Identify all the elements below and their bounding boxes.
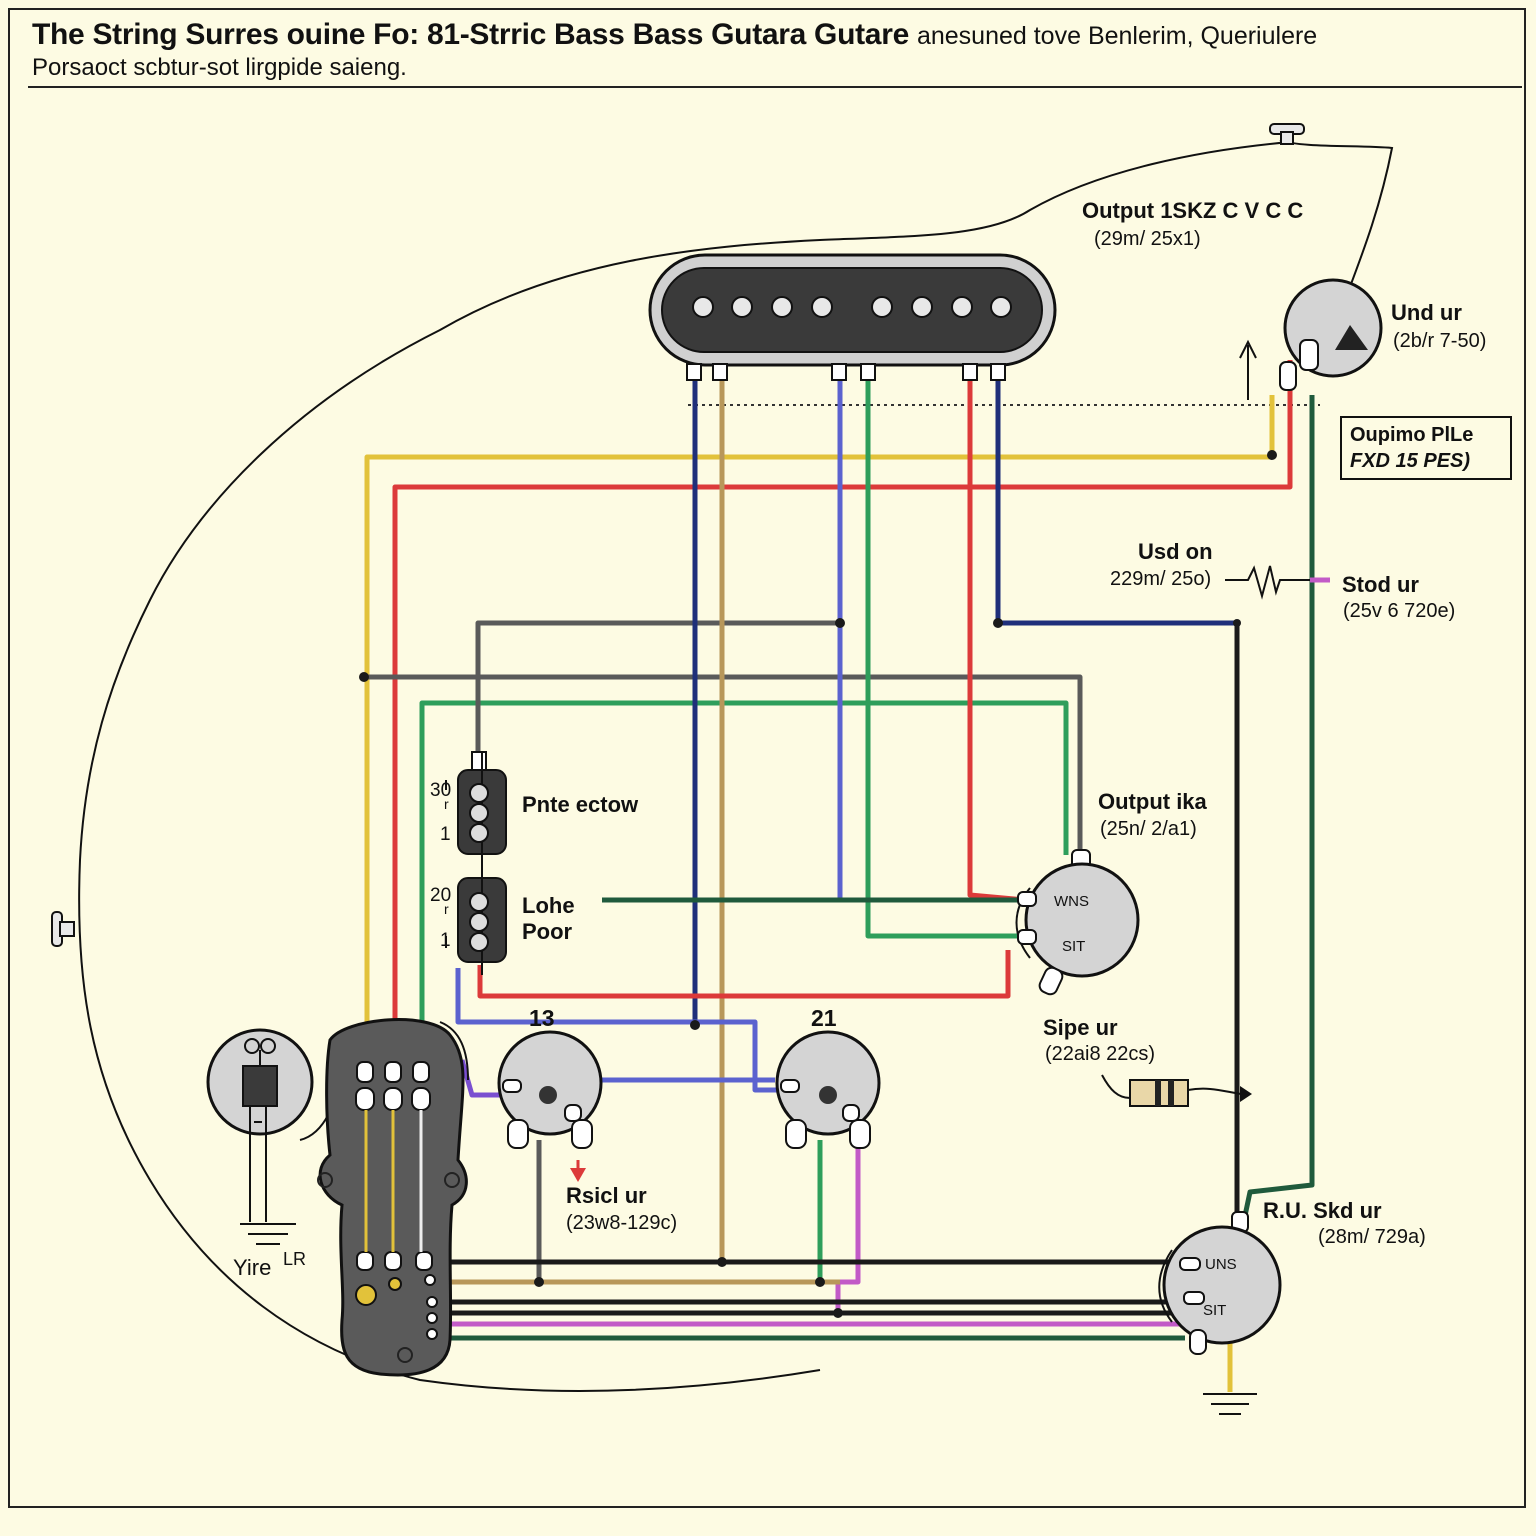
- label-output-ika: Output ika: [1098, 789, 1207, 814]
- wire-darkgreen-right: [1239, 395, 1315, 1231]
- label-pote: Pnte ectow: [522, 792, 639, 817]
- pickup-num-b: 20: [430, 885, 452, 906]
- value-rsicl: (23w8-129c): [566, 1212, 678, 1234]
- value-sipe: (22ai8 22cs): [1045, 1043, 1156, 1065]
- knob-lower-bottom-label: SIT: [1203, 1302, 1227, 1319]
- wire-green-main: [419, 700, 1069, 1065]
- header-rule: [28, 86, 1522, 88]
- capacitor-component: [1101, 1074, 1252, 1107]
- selector-block-top: [457, 751, 507, 870]
- label-stod: Stod ur: [1342, 572, 1419, 597]
- label-rskd: R.U. Skd ur: [1263, 1198, 1382, 1223]
- value-stod: (25v 6 720e): [1343, 600, 1456, 622]
- value-rskd: (28m/ 729a): [1318, 1226, 1426, 1248]
- label-lohe-line1: Lohe: [522, 893, 575, 918]
- resistor-symbol: [1225, 565, 1310, 600]
- red-arrow-head: [570, 1168, 586, 1182]
- knob-upper-bottom-label: SIT: [1062, 938, 1086, 955]
- pickup-sub-a: r: [444, 796, 449, 812]
- pickup-humbucker: [648, 253, 1057, 381]
- value-output-ika: (25n/ 2/a1): [1100, 818, 1197, 840]
- strap-button-left: [51, 911, 75, 947]
- wire-gray-mid: [360, 674, 1083, 855]
- pot-number-left: 13: [529, 1005, 555, 1031]
- pickup-one-b: 1: [440, 930, 451, 951]
- output-pile-box: Oupimo PlLe FXD 15 PES): [1340, 416, 1512, 480]
- label-rsicl: Rsicl ur: [566, 1183, 647, 1208]
- control-knob-lower: [1158, 1211, 1282, 1355]
- wire-yellow-main: [364, 395, 1275, 1065]
- value-und: (2b/r 7-50): [1393, 330, 1487, 352]
- label-yire: Yire: [233, 1255, 272, 1280]
- output-pile-line1: Oupimo PlLe: [1350, 424, 1474, 446]
- diagram-subtitle: Porsaoct scbtur-sot lirgpide saieng.: [32, 54, 407, 81]
- knob-lower-top-label: UNS: [1205, 1256, 1237, 1273]
- selector-block-bottom: [445, 780, 507, 975]
- pot-number-right: 21: [811, 1005, 837, 1031]
- ground-symbol-right: [1203, 1393, 1257, 1415]
- wire-green-pickup: [865, 370, 1030, 939]
- label-output-top: Output 1SKZ C V C C: [1082, 198, 1304, 223]
- wire-gray-top: [475, 620, 840, 765]
- control-knob-upper: [1015, 849, 1140, 996]
- wire-red-lohe: [477, 950, 1011, 999]
- label-usd: Usd on: [1138, 539, 1213, 564]
- wires: [360, 360, 1330, 1392]
- pickup-sub-b: r: [444, 901, 449, 917]
- switch-plate: [317, 1018, 469, 1377]
- diagram-title-tail: anesuned tove Benlerim, Queriulere: [916, 22, 1318, 50]
- wire-purple-pot-right: [835, 1140, 861, 1313]
- knob-upper-top-label: WNS: [1054, 893, 1089, 910]
- junction-dots: [359, 450, 1277, 1318]
- header: The String Surres ouine Fo: 81-Strric Ba…: [32, 18, 1502, 82]
- value-usd: 229m/ 25o): [1110, 568, 1212, 590]
- label-lohe-line2: Poor: [522, 919, 573, 944]
- label-lohe: Lohe Poor: [522, 893, 575, 945]
- label-sipe: Sipe ur: [1043, 1015, 1118, 1040]
- output-jack-top: [1239, 278, 1383, 400]
- pickup-num-a: 30: [430, 780, 452, 801]
- output-pile-line2: FXD 15 PES): [1350, 450, 1471, 472]
- potentiometer-13: [497, 1030, 603, 1149]
- diagram-frame: [8, 8, 1526, 1508]
- potentiometer-21: [775, 1030, 881, 1149]
- wire-lightblue-pot-left: [455, 968, 780, 1093]
- strap-button-top: [1269, 123, 1305, 145]
- value-output-top: (29m/ 25x1): [1094, 228, 1201, 250]
- ground-symbol-left: [240, 1223, 296, 1245]
- label-und: Und ur: [1391, 300, 1462, 325]
- diagram-title: The String Surres ouine Fo: 81-Strric Ba…: [32, 18, 909, 51]
- label-yire-sub: LR: [283, 1249, 307, 1269]
- title-line: The String Surres ouine Fo: 81-Strric Ba…: [32, 18, 1502, 52]
- pickup-one-a: 1: [440, 824, 451, 845]
